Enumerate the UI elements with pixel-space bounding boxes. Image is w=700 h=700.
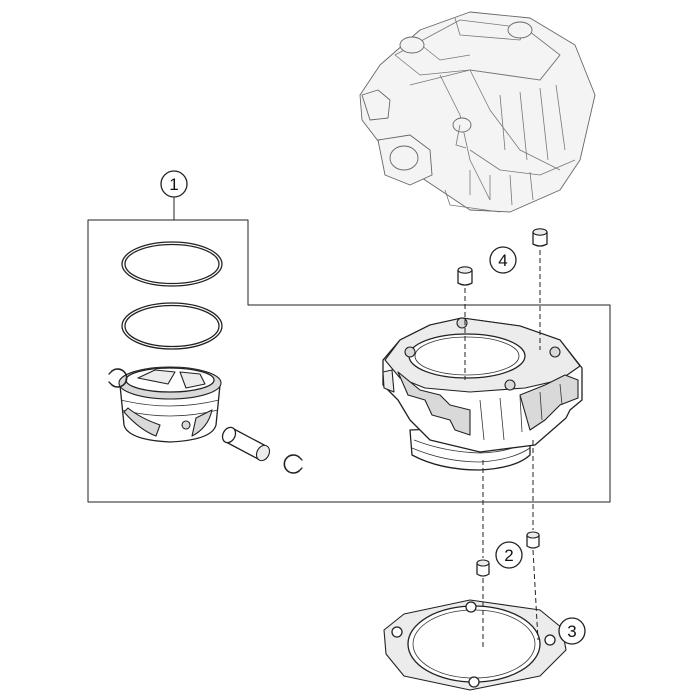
callout-4-circle xyxy=(489,246,517,274)
dowel-pin-lower-left xyxy=(476,559,490,577)
piston-kit-outline xyxy=(87,219,611,503)
callout-4-label: 4 xyxy=(498,251,507,270)
piston-ring-upper xyxy=(121,241,223,287)
callout-4: 4 xyxy=(489,246,517,274)
callout-1-label: 1 xyxy=(169,175,178,194)
callout-3: 3 xyxy=(558,617,586,645)
callout-3-circle xyxy=(558,617,586,645)
piston-ring-lower xyxy=(121,302,223,350)
dowel-pin-upper-left xyxy=(457,266,473,286)
callout-1: 1 xyxy=(160,170,188,221)
circlip-right xyxy=(283,454,303,474)
cylinder-head-context xyxy=(359,11,596,213)
callout-1-circle xyxy=(160,170,188,198)
cylinder xyxy=(382,317,583,471)
dowel-pin-upper-right xyxy=(532,228,548,247)
callout-3-label: 3 xyxy=(567,622,576,641)
cylinder-base-gasket xyxy=(383,599,567,691)
alignment-lines xyxy=(464,250,541,650)
dowel-pin-lower-right xyxy=(526,531,540,549)
callout-2-circle xyxy=(495,541,523,569)
callout-2: 2 xyxy=(495,541,523,569)
callout-2-label: 2 xyxy=(504,546,513,565)
piston xyxy=(118,366,222,443)
piston-pin xyxy=(221,426,271,462)
circlip-left xyxy=(108,368,128,388)
